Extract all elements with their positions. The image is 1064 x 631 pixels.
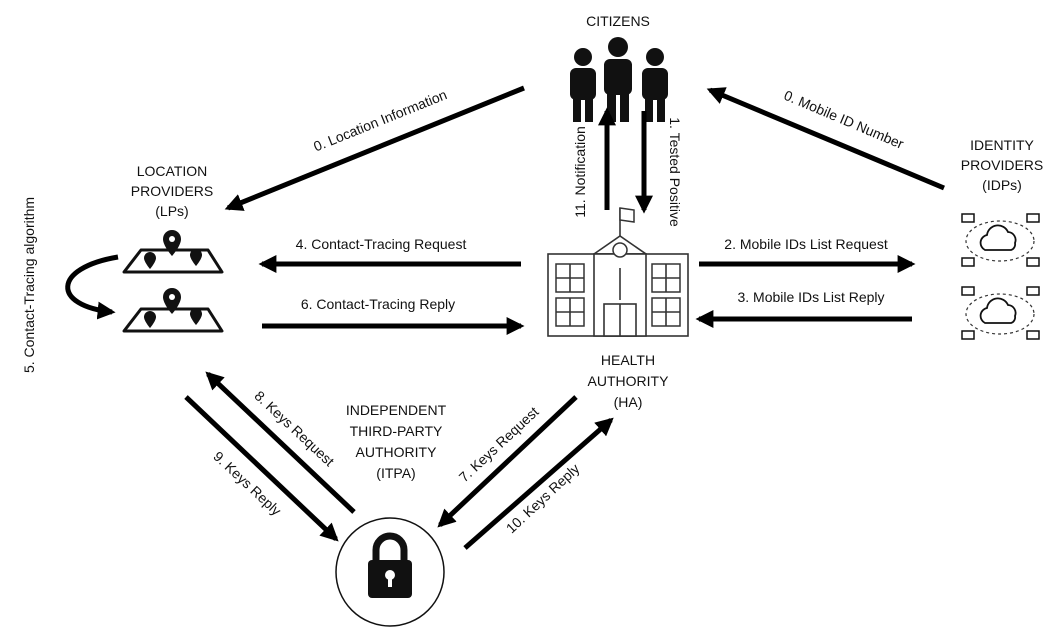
label-contact-tracing-reply: 6. Contact-Tracing Reply bbox=[301, 296, 455, 312]
label-contact-tracing-algorithm: 5. Contact-Tracing algorithm bbox=[21, 197, 37, 373]
arrow-location-information bbox=[224, 85, 525, 211]
arrow-keys-request-ha bbox=[437, 395, 578, 528]
cloud-network-icon bbox=[961, 213, 1040, 267]
arrow-keys-reply-ha bbox=[463, 417, 614, 550]
svg-text:PROVIDERS: PROVIDERS bbox=[961, 157, 1043, 173]
label-notification: 11. Notification bbox=[572, 126, 588, 218]
arrow-mobile-id-number bbox=[706, 87, 945, 191]
svg-text:(LPs): (LPs) bbox=[155, 203, 188, 219]
label-contact-tracing-request: 4. Contact-Tracing Request bbox=[296, 236, 467, 252]
svg-text:INDEPENDENT: INDEPENDENT bbox=[346, 402, 447, 418]
label-mobile-ids-list-request: 2. Mobile IDs List Request bbox=[724, 236, 888, 252]
hospital-building-icon bbox=[547, 207, 689, 337]
label-mobile-id-number: 0. Mobile ID Number bbox=[782, 87, 907, 152]
health-authority-label: HEALTH AUTHORITY (HA) bbox=[588, 352, 670, 410]
label-keys-reply-ha: 10. Keys Reply bbox=[503, 460, 583, 536]
svg-text:IDENTITY: IDENTITY bbox=[970, 137, 1034, 153]
arrow-contact-tracing-algorithm bbox=[65, 254, 119, 320]
map-pin-icon bbox=[122, 230, 224, 274]
svg-text:AUTHORITY: AUTHORITY bbox=[356, 444, 438, 460]
svg-text:(ITPA): (ITPA) bbox=[376, 465, 415, 481]
padlock-icon bbox=[335, 517, 445, 627]
citizens-label: CITIZENS bbox=[586, 13, 650, 29]
map-pin-icon bbox=[122, 288, 224, 333]
arrow-keys-request-lp bbox=[205, 371, 356, 514]
citizens-icon bbox=[570, 37, 668, 122]
svg-text:LOCATION: LOCATION bbox=[137, 163, 208, 179]
svg-text:HEALTH: HEALTH bbox=[601, 352, 655, 368]
itpa-label: INDEPENDENT THIRD-PARTY AUTHORITY (ITPA) bbox=[346, 402, 447, 481]
label-tested-positive: 1. Tested Positive bbox=[667, 117, 683, 227]
arrow-keys-reply-lp bbox=[184, 395, 339, 542]
label-mobile-ids-list-reply: 3. Mobile IDs List Reply bbox=[737, 289, 884, 305]
svg-text:PROVIDERS: PROVIDERS bbox=[131, 183, 213, 199]
location-providers-label: LOCATION PROVIDERS (LPs) bbox=[131, 163, 213, 219]
svg-text:AUTHORITY: AUTHORITY bbox=[588, 373, 670, 389]
cloud-network-icon bbox=[961, 286, 1040, 340]
svg-text:(IDPs): (IDPs) bbox=[982, 177, 1022, 193]
identity-providers-label: IDENTITY PROVIDERS (IDPs) bbox=[961, 137, 1043, 193]
svg-text:(HA): (HA) bbox=[614, 394, 643, 410]
svg-text:THIRD-PARTY: THIRD-PARTY bbox=[350, 423, 443, 439]
label-keys-reply-lp: 9. Keys Reply bbox=[210, 448, 284, 519]
